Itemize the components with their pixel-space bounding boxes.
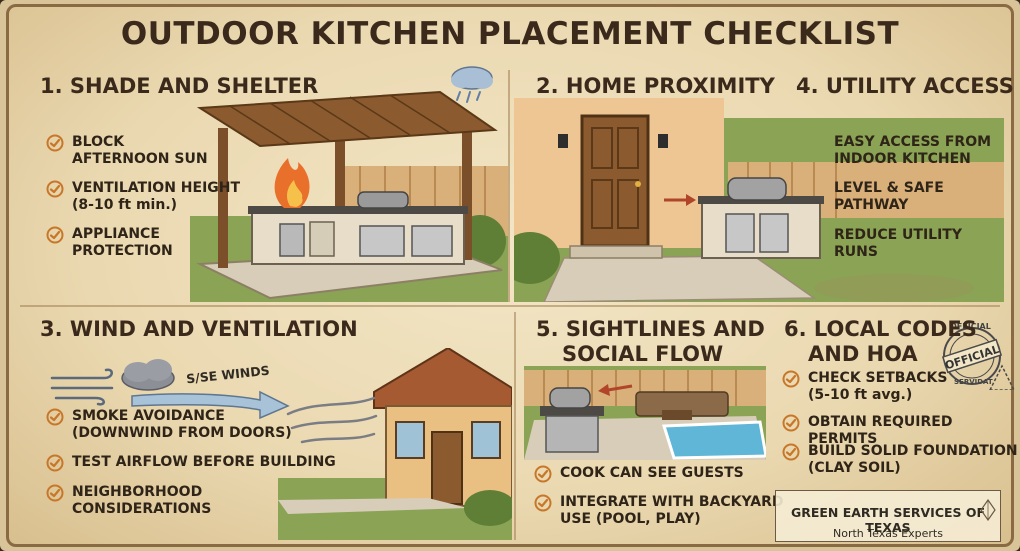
checklist-item: APPLIANCE PROTECTION: [46, 226, 173, 260]
section-title-codes-1: 6. LOCAL CODES: [784, 317, 977, 341]
sightlines-illustration: [524, 366, 766, 460]
section-title-home: 2. HOME PROXIMITY: [536, 74, 775, 98]
check-circle-icon: [46, 408, 64, 426]
checklist-item: COOK CAN SEE GUESTS: [534, 465, 744, 483]
utility-item: EASY ACCESS FROM INDOOR KITCHEN: [834, 134, 992, 167]
section-title-sightlines-2: SOCIAL FLOW: [562, 342, 724, 366]
utility-item: LEVEL & SAFE PATHWAY: [834, 180, 944, 213]
check-circle-icon: [534, 465, 552, 483]
page-title: OUTDOOR KITCHEN PLACEMENT CHECKLIST: [120, 16, 900, 52]
checklist-item: BUILD SOLID FOUNDATION (CLAY SOIL): [782, 443, 1018, 477]
section-title-utility: 4. UTILITY ACCESS: [796, 74, 1014, 98]
official-stamp-icon: [941, 327, 1015, 390]
brand-tagline: North Texas Experts: [833, 527, 943, 540]
section-title-shade: 1. SHADE AND SHELTER: [40, 74, 319, 98]
brand-name: GREEN EARTH SERVICES OF TEXAS: [790, 505, 986, 535]
check-circle-icon: [46, 454, 64, 472]
checklist-item: INTEGRATE WITH BACKYARD USE (POOL, PLAY): [534, 494, 784, 528]
stamp-bottom-text: SERVIDAT: [954, 378, 993, 386]
checklist-item: OBTAIN REQUIRED PERMITS: [782, 414, 1020, 448]
checklist-item-text: TEST AIRFLOW BEFORE BUILDING: [72, 454, 336, 470]
brand-box: GREEN EARTH SERVICES OF TEXAS North Texa…: [775, 490, 1001, 542]
checklist-item-text: VENTILATION HEIGHT (8-10 ft min.): [72, 180, 241, 213]
check-circle-icon: [46, 134, 64, 152]
storm-cloud-icon: [121, 359, 175, 391]
checklist-item: VENTILATION HEIGHT (8-10 ft min.): [46, 180, 240, 214]
section-title-wind: 3. WIND AND VENTILATION: [40, 317, 358, 341]
checklist-item: CHECK SETBACKS (5-10 ft avg.): [782, 370, 947, 404]
section-title-codes-2: AND HOA: [808, 342, 918, 366]
checklist-item-text: BUILD SOLID FOUNDATION (CLAY SOIL): [808, 443, 1018, 476]
stamp-top-text: OFFICIAL: [950, 322, 991, 331]
home-proximity-illustration: [514, 98, 1004, 302]
checklist-item-text: NEIGHBORHOOD CONSIDERATIONS: [72, 484, 212, 517]
checklist-item-text: BLOCK AFTERNOON SUN: [72, 134, 208, 167]
check-circle-icon: [534, 494, 552, 512]
check-circle-icon: [46, 484, 64, 502]
divider-vertical-bottom: [514, 312, 516, 540]
checklist-item: TEST AIRFLOW BEFORE BUILDING: [46, 454, 336, 472]
wind-direction-arrow: [131, 390, 290, 420]
check-circle-icon: [46, 180, 64, 198]
diamond-logo-icon: [980, 499, 996, 521]
checklist-item-text: COOK CAN SEE GUESTS: [560, 465, 744, 481]
check-circle-icon: [782, 370, 800, 388]
utility-item: REDUCE UTILITY RUNS: [834, 227, 962, 260]
rain-cloud-icon: [451, 66, 493, 103]
pergola-kitchen-illustration: [190, 90, 508, 302]
checklist-item-text: INTEGRATE WITH BACKYARD USE (POOL, PLAY): [560, 494, 784, 527]
checklist-item-text: SMOKE AVOIDANCE (DOWNWIND FROM DOORS): [72, 408, 292, 441]
checklist-item: SMOKE AVOIDANCE (DOWNWIND FROM DOORS): [46, 408, 292, 442]
check-circle-icon: [46, 226, 64, 244]
checklist-item-text: OBTAIN REQUIRED PERMITS: [808, 414, 953, 447]
checklist-item: BLOCK AFTERNOON SUN: [46, 134, 208, 168]
checklist-item: NEIGHBORHOOD CONSIDERATIONS: [46, 484, 211, 518]
wind-gust-icon: [50, 368, 114, 406]
divider-vertical-top: [508, 70, 510, 302]
wind-house-illustration: [278, 348, 512, 540]
checklist-item-text: CHECK SETBACKS (5-10 ft avg.): [808, 370, 948, 403]
section-title-sightlines-1: 5. SIGHTLINES AND: [536, 317, 765, 341]
checklist-item-text: APPLIANCE PROTECTION: [72, 226, 173, 259]
divider-horizontal: [20, 305, 1000, 307]
check-circle-icon: [782, 414, 800, 432]
check-circle-icon: [782, 443, 800, 461]
